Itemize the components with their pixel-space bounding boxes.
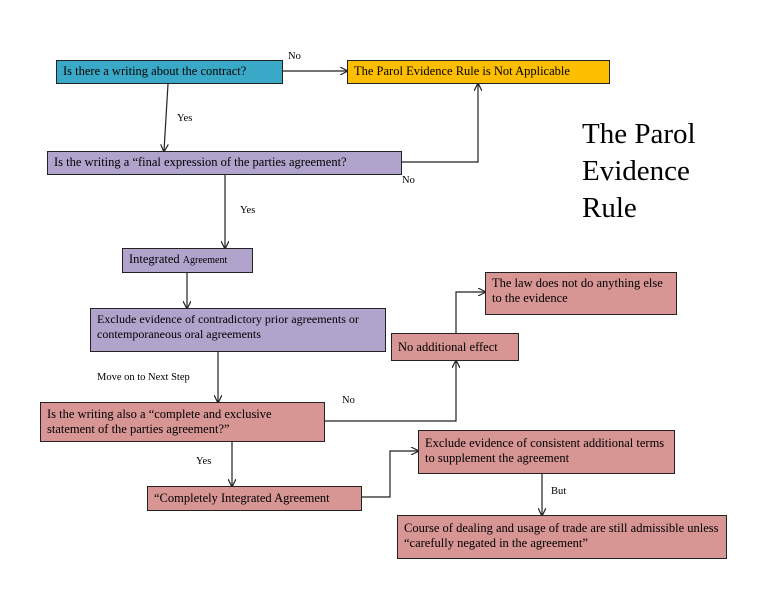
node-law-does-nothing: The law does not do anything else to the… xyxy=(485,272,677,315)
node-course-of-dealing: Course of dealing and usage of trade are… xyxy=(397,515,727,559)
node-exclude-contradictory: Exclude evidence of contradictory prior … xyxy=(90,308,386,352)
arrow-complete-to-no-effect xyxy=(325,361,456,422)
node-completely-integrated: “Completely Integrated Agreement xyxy=(147,486,362,511)
node-final-expression-question: Is the writing a “final expression of th… xyxy=(47,151,402,175)
edge-label-move-on: Move on to Next Step xyxy=(97,372,190,383)
node-not-applicable: The Parol Evidence Rule is Not Applicabl… xyxy=(347,60,610,84)
edge-label-yes-2: Yes xyxy=(240,205,256,216)
arrow-writing-to-final xyxy=(164,83,169,151)
integrated-agreement-label: Agreement xyxy=(182,255,228,266)
arrow-final-to-not-applicable xyxy=(402,84,478,163)
arrow-no-effect-to-law xyxy=(455,292,485,333)
edge-label-no-1: No xyxy=(288,51,301,62)
node-complete-exclusive-question: Is the writing also a “complete and excl… xyxy=(40,402,325,442)
edge-label-but: But xyxy=(551,486,567,497)
edge-label-no-3: No xyxy=(342,395,355,406)
diagram-title: The Parol Evidence Rule xyxy=(582,118,696,224)
node-exclude-consistent: Exclude evidence of consistent additiona… xyxy=(418,430,675,474)
node-no-additional-effect: No additional effect xyxy=(391,333,519,361)
node-integrated-agreement: Integrated Agreement xyxy=(122,248,253,273)
edge-label-yes-3: Yes xyxy=(196,456,212,467)
integrated-label: Integrated xyxy=(129,252,180,266)
edge-label-yes-1: Yes xyxy=(177,113,193,124)
node-writing-question: Is there a writing about the contract? xyxy=(56,60,283,84)
arrow-completely-integrated-to-exclude-consistent xyxy=(362,451,418,498)
edge-label-no-2: No xyxy=(402,175,415,186)
